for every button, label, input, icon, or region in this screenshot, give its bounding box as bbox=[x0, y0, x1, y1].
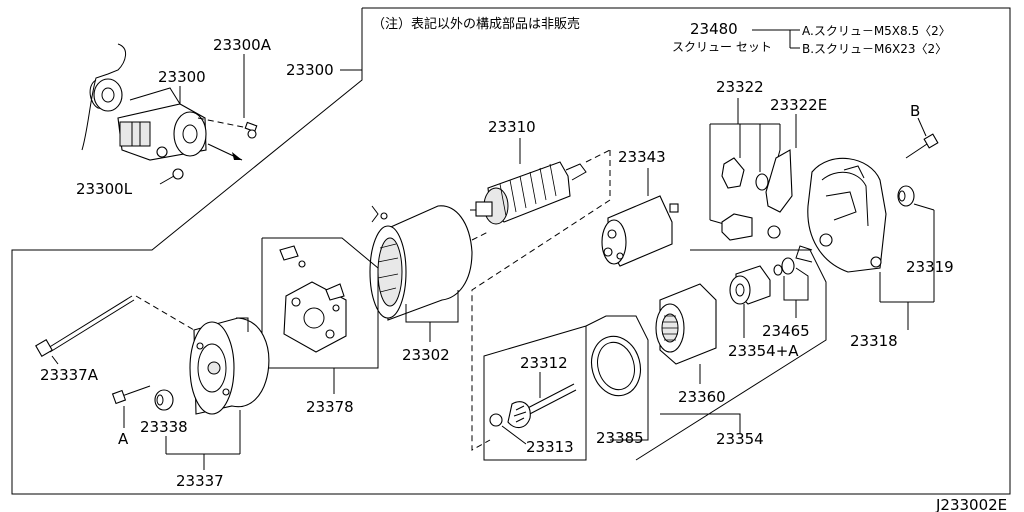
label-23338[interactable]: 23338 bbox=[140, 418, 188, 436]
starter-assembly-23300 bbox=[81, 43, 249, 161]
label-b[interactable]: B bbox=[910, 102, 920, 120]
label-23300a[interactable]: 23300A bbox=[213, 36, 272, 54]
clutch-23360 bbox=[655, 283, 717, 384]
label-23318[interactable]: 23318 bbox=[850, 332, 898, 350]
label-23385[interactable]: 23385 bbox=[596, 429, 644, 447]
label-23310[interactable]: 23310 bbox=[488, 118, 536, 136]
retaining-ring-23465 bbox=[773, 257, 809, 301]
bolt-23300A bbox=[243, 54, 258, 139]
pinion-23354a bbox=[729, 265, 771, 338]
label-23322[interactable]: 23322 bbox=[716, 78, 764, 96]
brush-spring-23322 bbox=[709, 98, 781, 241]
label-23313[interactable]: 23313 bbox=[526, 438, 574, 456]
label-a[interactable]: A bbox=[118, 430, 129, 448]
label-23302[interactable]: 23302 bbox=[402, 346, 450, 364]
gear-housing-23318 bbox=[795, 157, 887, 273]
brush-23322e bbox=[765, 114, 797, 213]
through-bolt-23337a bbox=[35, 295, 195, 357]
label-23300l[interactable]: 23300L bbox=[76, 180, 133, 198]
label-23312[interactable]: 23312 bbox=[520, 354, 568, 372]
screw-a bbox=[111, 385, 151, 428]
diagram-frame bbox=[11, 7, 1011, 495]
screw-item-a: A.スクリュ－M5X8.5〈2〉 bbox=[802, 24, 951, 38]
label-23337a[interactable]: 23337A bbox=[40, 366, 99, 384]
label-23378[interactable]: 23378 bbox=[306, 398, 354, 416]
yoke-23302 bbox=[369, 205, 489, 321]
note-text: （注）表記以外の構成部品は非販売 bbox=[372, 16, 580, 32]
screw-set-block: 23480 スクリュー セット A.スクリュ－M5X8.5〈2〉 B.スクリュ－… bbox=[672, 20, 951, 56]
group-frame-23312 bbox=[483, 325, 587, 461]
label-23343[interactable]: 23343 bbox=[618, 148, 666, 166]
brush-holder-23378 bbox=[279, 245, 347, 353]
screw-item-b: B.スクリュ－M6X23〈2〉 bbox=[802, 42, 947, 56]
label-23337[interactable]: 23337 bbox=[176, 472, 224, 490]
guide-dashed-armature bbox=[471, 150, 611, 451]
diagram-id: J233002E bbox=[935, 496, 1007, 512]
label-23354[interactable]: 23354 bbox=[716, 430, 764, 448]
label-23300-ref[interactable]: 23300 bbox=[286, 61, 334, 79]
o-ring-23385 bbox=[585, 315, 649, 441]
label-23319[interactable]: 23319 bbox=[906, 258, 954, 276]
bushing-23319 bbox=[897, 185, 935, 211]
armature-23310 bbox=[470, 149, 611, 225]
label-23354a[interactable]: 23354+A bbox=[728, 342, 799, 360]
label-23465[interactable]: 23465 bbox=[762, 322, 810, 340]
label-23322e[interactable]: 23322E bbox=[770, 96, 827, 114]
bushing-23338 bbox=[154, 389, 174, 411]
screw-set-name: スクリュー セット bbox=[672, 40, 772, 54]
gear-shaft-23312 bbox=[489, 372, 577, 429]
screw-b bbox=[905, 117, 939, 159]
rear-cover-23337 bbox=[189, 317, 270, 415]
nut-23300L bbox=[159, 168, 184, 185]
group-frame-23354 bbox=[635, 249, 827, 461]
solenoid-23343 bbox=[601, 195, 679, 267]
screw-set-code[interactable]: 23480 bbox=[690, 20, 738, 38]
label-23360[interactable]: 23360 bbox=[678, 388, 726, 406]
label-23300-assembly[interactable]: 23300 bbox=[158, 68, 206, 86]
